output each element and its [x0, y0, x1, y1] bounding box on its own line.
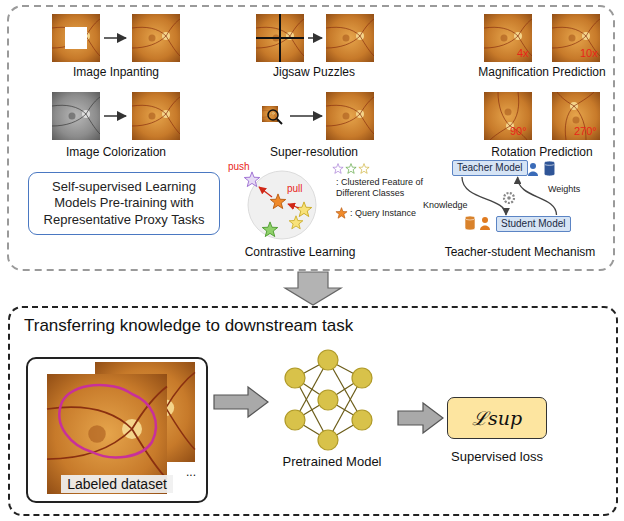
push-arrow: [259, 187, 272, 197]
student-icon: [480, 217, 490, 230]
neural-network: [285, 350, 372, 450]
node-text: Supervised loss: [451, 449, 543, 464]
legend-star: [346, 164, 356, 174]
gear-icon: [507, 196, 511, 200]
proxy-task-box: Self-supervised Learning Models Pre-trai…: [28, 172, 220, 235]
red-note: pull: [287, 183, 303, 195]
red-note: 10x: [580, 47, 598, 60]
figure-label: Contrastive Learning: [245, 246, 356, 260]
legend-text: : Clustered Feature of Different Classes: [336, 177, 434, 199]
node-text: Self-supervised Learning Models Pre-trai…: [37, 179, 211, 228]
inpainting-figure: [52, 14, 180, 62]
small-fundus-image: [262, 106, 278, 122]
legend-text: : Query Instance: [350, 208, 430, 219]
labeled-dataset-figure: [47, 362, 195, 494]
node-text: Transferring knowledge to downstream tas…: [24, 316, 602, 336]
legend-star: [359, 164, 369, 174]
fundus-image: [256, 14, 304, 62]
database-icon: [465, 216, 475, 230]
red-note: 4x: [517, 47, 529, 60]
database-icon: [544, 161, 555, 176]
pretrained-model: Pretrained Model: [272, 352, 392, 469]
node-text: Teacher Model: [457, 162, 523, 174]
magnifier: [268, 110, 278, 120]
red-note: 90°: [510, 125, 527, 138]
fundus-image: [552, 14, 600, 62]
figure-label: ...: [186, 466, 196, 480]
jigsaw-figure: [256, 14, 374, 62]
feature-star: [262, 222, 277, 237]
proxy-task-panel: [8, 6, 614, 270]
red-note: push: [228, 161, 250, 173]
query-star: [270, 194, 285, 209]
fundus-image: [326, 14, 374, 62]
legend-star: [333, 164, 343, 174]
figure-label: Super-resolution: [270, 146, 358, 160]
fundus-image: [552, 92, 600, 140]
block-arrow: [214, 387, 268, 417]
feature-star: [296, 202, 311, 217]
puzzle-cut: [256, 37, 304, 39]
curved-arrow: [462, 177, 506, 215]
grey-fundus-image: [52, 92, 100, 140]
node-text: ℒsup: [472, 405, 522, 431]
edge-label: Weights: [548, 184, 580, 194]
curved-arrow: [518, 177, 557, 215]
masked-region: [65, 27, 87, 49]
transfer-arrow: [285, 272, 341, 305]
magnification-figure: [484, 14, 600, 62]
node-shape: [272, 352, 392, 452]
small-arrow: [290, 115, 322, 117]
contrastive-figure: [244, 164, 369, 239]
colorization-figure: [52, 92, 180, 140]
edge-label: Knowledge: [423, 200, 468, 210]
student-box: Student Model: [496, 216, 571, 232]
figure-label: Jigsaw Puzzles: [273, 66, 355, 80]
legend-star: [336, 208, 347, 219]
node-text: Student Model: [501, 218, 566, 230]
figure-label: Image Colorization: [66, 146, 166, 160]
figure-label: Image Inpanting: [73, 66, 159, 80]
fundus-image: [484, 14, 532, 62]
figure-label: Magnification Prediction: [478, 66, 605, 80]
feature-star: [244, 172, 259, 187]
small-arrow: [104, 115, 126, 117]
teacher-box: Teacher Model: [452, 160, 528, 176]
loss-node: ℒsupSupervised loss: [442, 397, 552, 464]
lesion-outline: [59, 385, 156, 457]
teacher-icon: [528, 163, 538, 176]
figure-label: Teacher-student Mechanism: [445, 246, 596, 260]
block-arrow: [398, 403, 443, 433]
feature-star: [289, 216, 303, 229]
super-resolution-figure: [262, 92, 374, 140]
figure-label: Rotation Prediction: [491, 146, 592, 160]
gear-icon: [504, 193, 514, 203]
fundus-image: [326, 92, 374, 140]
node-text: Labeled dataset: [61, 475, 173, 493]
pull-arrow: [288, 204, 299, 208]
rotation-figure: [484, 92, 600, 140]
small-arrow: [308, 37, 322, 39]
fundus-image: [52, 14, 100, 62]
downstream-panel: Transferring knowledge to downstream tas…: [8, 306, 618, 516]
node-shape: ℒsup: [447, 397, 547, 439]
fundus-image: [484, 92, 532, 140]
fundus-image: [132, 92, 180, 140]
node-text: Pretrained Model: [283, 454, 382, 469]
feature-space: [248, 171, 316, 239]
magnifier: [277, 119, 282, 124]
dataset-box: Labeled dataset: [26, 357, 208, 503]
red-note: 270°: [574, 125, 597, 138]
small-arrow: [104, 37, 126, 39]
fundus-image: [132, 14, 180, 62]
